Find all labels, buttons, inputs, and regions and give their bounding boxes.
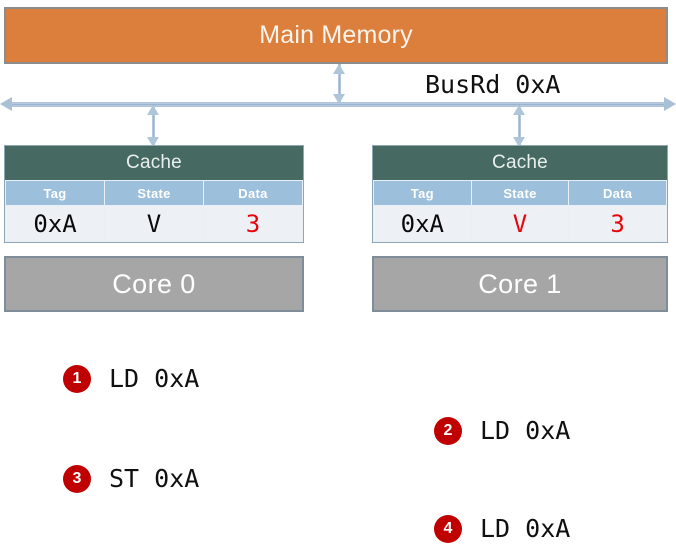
column-header-data: Data xyxy=(568,180,667,206)
column-header-state: State xyxy=(470,180,570,206)
cache-table-header-row: Tag State Data xyxy=(5,180,303,206)
cell-state-0: V xyxy=(104,205,204,242)
cache-block-0: Cache Tag State Data 0xA V 3 xyxy=(4,145,304,243)
connector-stem xyxy=(338,64,341,104)
cache-table-1: Tag State Data 0xA V 3 xyxy=(373,180,667,242)
cache-block-1: Cache Tag State Data 0xA V 3 xyxy=(372,145,668,243)
cell-tag-0: 0xA xyxy=(5,205,105,242)
arrowhead-down-icon xyxy=(333,94,345,104)
cache0-bus-connector-arrow xyxy=(146,105,160,147)
column-header-tag: Tag xyxy=(5,180,105,206)
cell-data-0: 3 xyxy=(203,205,303,242)
step-item-4: 4 LD 0xA xyxy=(434,514,570,543)
cell-data-1: 3 xyxy=(568,205,667,242)
step-text-4: LD 0xA xyxy=(480,514,571,543)
arrowhead-down-icon xyxy=(513,137,525,147)
step-item-3: 3 ST 0xA xyxy=(63,464,199,493)
column-header-data: Data xyxy=(203,180,303,206)
table-row: 0xA V 3 xyxy=(5,205,303,242)
column-header-tag: Tag xyxy=(373,180,472,206)
step-text-3: ST 0xA xyxy=(109,464,200,493)
step-badge-2: 2 xyxy=(434,416,462,445)
cell-tag-1: 0xA xyxy=(373,205,472,242)
table-row: 0xA V 3 xyxy=(373,205,667,242)
connector-stem xyxy=(518,105,521,147)
cache-title-1: Cache xyxy=(373,146,667,180)
core-box-0: Core 0 xyxy=(4,256,304,312)
cache-title-0: Cache xyxy=(5,146,303,180)
core-label-1: Core 1 xyxy=(478,268,562,299)
main-memory-label: Main Memory xyxy=(259,21,413,49)
step-item-1: 1 LD 0xA xyxy=(63,364,199,393)
step-badge-1: 1 xyxy=(63,364,91,393)
column-header-state: State xyxy=(104,180,204,206)
core-label-0: Core 0 xyxy=(112,268,196,299)
step-text-1: LD 0xA xyxy=(109,364,200,393)
core-box-1: Core 1 xyxy=(372,256,668,312)
arrowhead-up-icon xyxy=(147,105,159,115)
step-badge-4: 4 xyxy=(434,514,462,543)
step-item-2: 2 LD 0xA xyxy=(434,416,570,445)
memory-bus-connector-arrow xyxy=(332,64,346,104)
cell-state-1: V xyxy=(470,205,570,242)
cache1-bus-connector-arrow xyxy=(512,105,526,147)
arrowhead-down-icon xyxy=(147,137,159,147)
cache-table-header-row: Tag State Data xyxy=(373,180,667,206)
step-text-2: LD 0xA xyxy=(480,416,571,445)
arrowhead-up-icon xyxy=(333,64,345,74)
connector-stem xyxy=(152,105,155,147)
system-bus-line xyxy=(6,102,670,107)
main-memory-box: Main Memory xyxy=(4,7,668,64)
arrowhead-up-icon xyxy=(513,105,525,115)
bus-message-label: BusRd 0xA xyxy=(425,70,561,99)
step-badge-3: 3 xyxy=(63,464,91,493)
bus-arrow-left-icon xyxy=(0,97,12,111)
cache-table-0: Tag State Data 0xA V 3 xyxy=(5,180,303,242)
bus-arrow-right-icon xyxy=(664,97,676,111)
